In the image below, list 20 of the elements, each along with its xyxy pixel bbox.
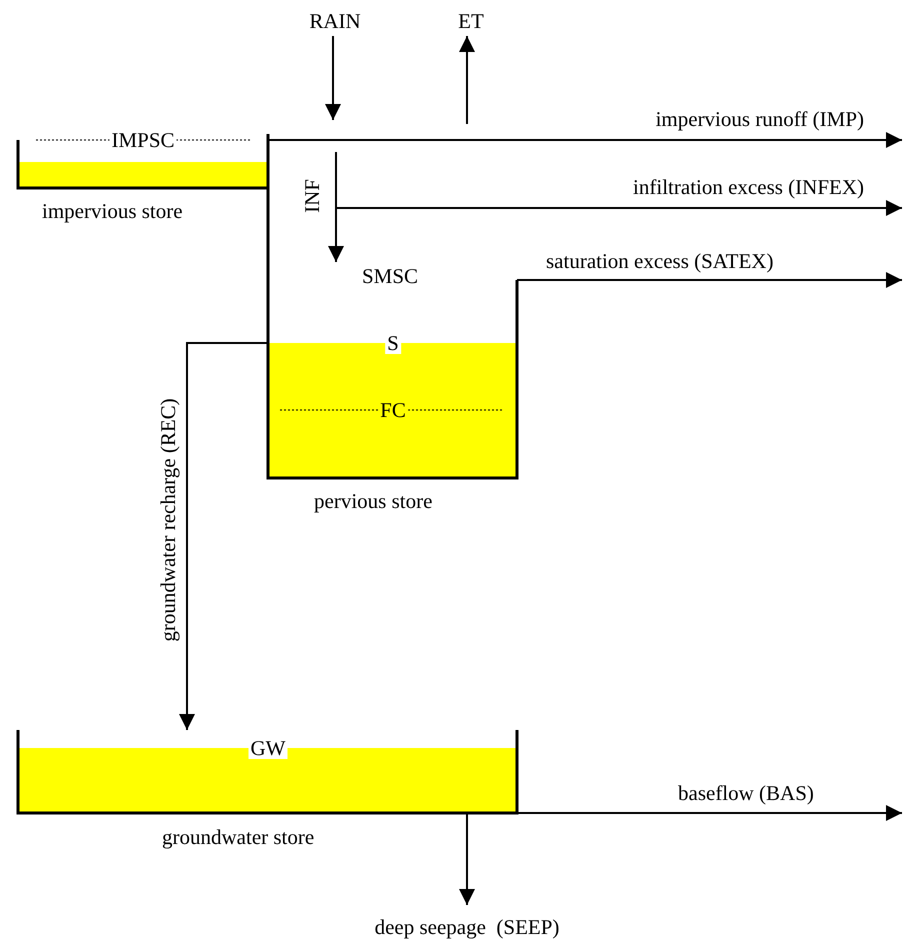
flow-arrow [459,813,475,905]
storage-tank [18,730,517,813]
store-label: SMSC [360,265,420,287]
flow-arrow [325,36,341,120]
edge-label: deep seepage (SEEP) [372,916,562,938]
tank-caption: groundwater store [160,826,316,848]
flow-name: RAIN [300,6,370,36]
edge-label: impervious runoff (IMP) [654,108,866,130]
edge-label: baseflow (BAS) [676,782,816,804]
flow-arrow [328,152,344,262]
flow-arrow [517,805,902,821]
flow-name: ET [446,6,496,36]
flow-arrow [179,342,268,730]
edge-label: infiltration excess (INFEX) [631,176,866,198]
storage-tank [268,262,517,478]
edge-label: saturation excess (SATEX) [544,250,776,272]
flow-arrow [268,132,902,148]
flow-arrow [517,272,902,288]
flow-arrow [459,36,475,124]
edge-label: groundwater recharge (REC) [157,396,179,644]
